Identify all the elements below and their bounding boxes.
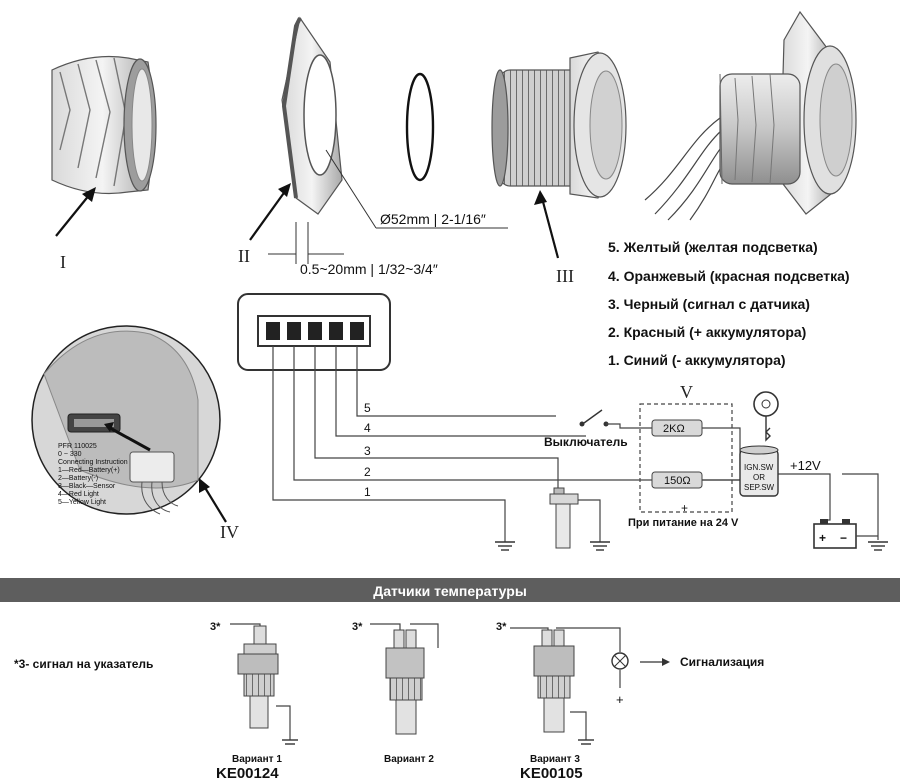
signal-note: *3- сигнал на указатель (14, 657, 153, 671)
legend-item: 1. Синий (- аккумулятора) (608, 352, 786, 368)
battery-minus: − (840, 531, 847, 545)
inset-text: 0 ~ 330 (58, 451, 82, 458)
legend-item: 2. Красный (+ аккумулятора) (608, 324, 806, 340)
inset-text: 5—Yellow Light (58, 499, 106, 506)
alarm-plus: + (616, 692, 624, 707)
label-part-5: V (680, 382, 693, 402)
wire-number: 3 (364, 444, 371, 458)
arrow-head-icon (199, 478, 210, 493)
inset-text: 2—Battery(-) (58, 475, 98, 482)
sensors-banner-title: Датчики температуры (373, 583, 527, 599)
diameter-text: Ø52mm | 2-1/16″ (380, 211, 486, 227)
variant-1-code: KE00124 (216, 765, 279, 782)
variant-3-label: Вариант 3 (530, 754, 580, 765)
wire-number: 5 (364, 401, 371, 415)
mounting-plate (281, 16, 343, 215)
wire-number: 2 (364, 465, 371, 479)
inset-text: PFR 110025 (58, 443, 97, 450)
inset-text: 1—Red—Battery(+) (58, 467, 120, 474)
switch-label: Выключатель (544, 435, 628, 449)
wiring-lines (272, 346, 879, 542)
resistor-2k (651, 419, 703, 437)
o-ring (405, 72, 435, 182)
lamp-icon (611, 652, 629, 670)
plus-mark: + (681, 501, 688, 515)
arrow-part-1 (55, 193, 91, 237)
resistor-150 (651, 471, 703, 489)
ground-icon (590, 541, 610, 551)
ign-label: IGN.SW (744, 463, 774, 472)
sensor-probe (549, 487, 579, 549)
label-part-3: III (556, 266, 574, 286)
connector-block (237, 293, 391, 371)
sensor-variant-3 (510, 627, 621, 745)
option-box (639, 403, 733, 513)
sep-label: SEP.SW (744, 483, 775, 492)
diameter-leader (325, 149, 377, 229)
arrow-head-icon (82, 187, 96, 202)
legend-item: 3. Черный (сигнал с датчика) (608, 296, 810, 312)
note-24v: При питание на 24 V (628, 517, 739, 529)
legend-item: 5. Желтый (желтая подсветка) (608, 239, 818, 255)
mark-3: 3* (352, 621, 363, 633)
thickness-text: 0.5~20mm | 1/32~3/4″ (300, 261, 438, 277)
assembled-gauge (644, 10, 857, 221)
label-part-4: IV (220, 522, 239, 542)
ground-icon (495, 541, 515, 551)
connector-inset (31, 325, 221, 515)
legend-item: 4. Оранжевый (красная подсветка) (608, 268, 850, 284)
key-icon (753, 391, 779, 442)
arrow-part-2 (249, 189, 287, 241)
wire-number: 4 (364, 421, 371, 435)
ignition-switch (739, 445, 779, 497)
resistor-2k-label: 2KΩ (663, 423, 685, 435)
arrow-head-icon (534, 190, 547, 205)
mark-3: 3* (496, 621, 507, 633)
variant-1-label: Вариант 1 (232, 754, 282, 765)
battery-icon (813, 519, 857, 549)
ign-label-or: OR (753, 473, 765, 482)
arrow-head-icon (662, 658, 670, 666)
resistor-150-label: 150Ω (664, 475, 691, 487)
alarm-label: Сигнализация (680, 655, 764, 669)
variant-2-label: Вариант 2 (384, 754, 434, 765)
ground-icon (868, 541, 888, 551)
arrow-head-icon (278, 183, 291, 197)
mark-3: 3* (210, 621, 221, 633)
sensors-banner (0, 578, 900, 602)
battery-plus: + (819, 531, 826, 545)
inset-text: Connecting Instruction (58, 459, 128, 466)
threaded-housing (491, 51, 627, 199)
inset-text: 4—Red Light (58, 491, 99, 498)
label-part-2: II (238, 246, 250, 266)
voltage-label: +12V (790, 458, 821, 473)
sensor-variant-2 (370, 623, 439, 735)
wire-number: 1 (364, 485, 371, 499)
bezel-ring (51, 55, 157, 195)
sensor-variant-1 (230, 623, 298, 745)
arrow-part-3 (540, 197, 560, 259)
inset-text: 3—Black—Sensor (58, 483, 116, 490)
label-part-1: I (60, 252, 66, 272)
arrow-part-4 (203, 485, 227, 523)
variant-3-code: KE00105 (520, 765, 583, 782)
